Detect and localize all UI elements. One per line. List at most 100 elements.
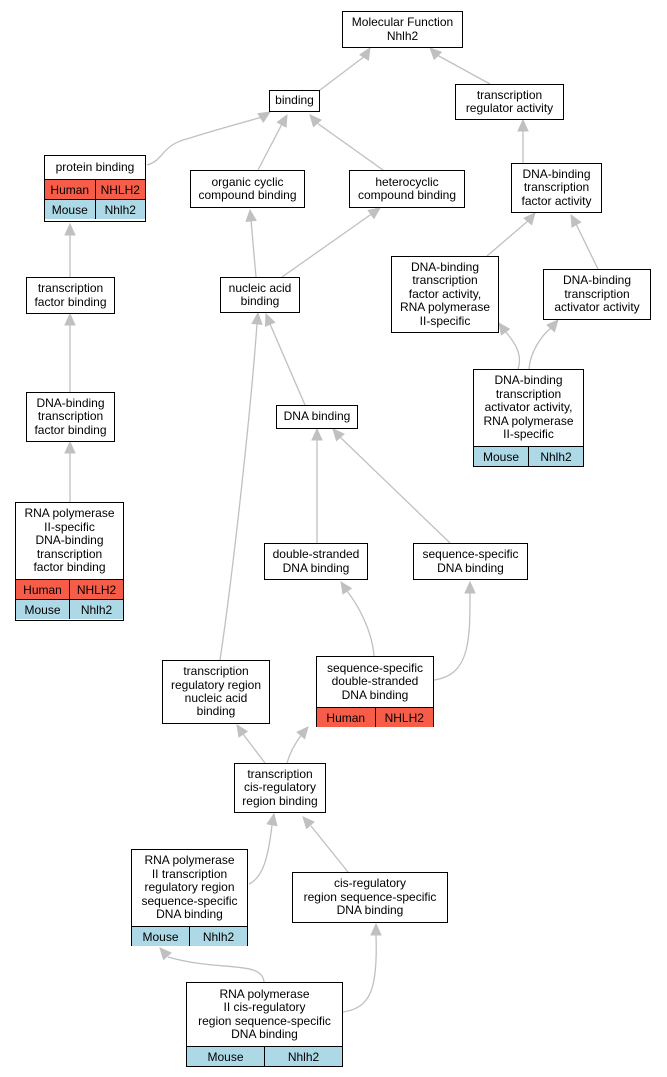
edge-arrowhead [311,427,323,441]
node-cis-regulatory-region-ss-dna-binding[interactable]: cis-regulatory region sequence-specific … [292,872,448,923]
gene-label: Nhlh2 [69,600,123,619]
node-label: nucleic acid [228,280,292,295]
gene-label: NHLH2 [374,708,434,727]
node-dna-binding-transcription-factor-binding[interactable]: DNA-binding transcription factor binding [26,392,115,442]
edge-arrowhead [498,322,511,336]
gene-label: NHLH2 [69,580,123,599]
species-label: Human [50,182,90,197]
species-label: Mouse [51,202,88,217]
node-dna-binding-transcription-activator-pol2-specific[interactable]: DNA-binding transcription activator acti… [473,369,584,467]
node-label: DNA-binding [410,259,480,274]
node-label: transcription [476,87,543,102]
node-label: II transcription [151,866,228,881]
edge-arrowhead [64,222,76,236]
node-sequence-specific-double-stranded-dna-binding[interactable]: sequence-specific double-stranded DNA bi… [316,656,434,727]
mouse-annotation-row: Mouse Nhlh2 [132,926,247,946]
gene-label: Nhlh2 [189,927,247,946]
edge-line [575,223,599,270]
edge-arrowhead [296,726,309,740]
edge-arrowhead [276,113,288,128]
species-label: Human [23,582,62,597]
edge-line [146,116,263,166]
edge-arrowhead [159,947,172,961]
node-transcription-regulator-activity[interactable]: transcription regulator activity [455,84,564,120]
edge-line [248,824,273,885]
node-label: DNA binding [341,687,409,702]
node-dna-binding-tf-activity-pol2-specific[interactable]: DNA-binding transcription factor activit… [391,256,499,333]
edge-arrowhead [429,47,443,61]
node-label: DNA binding [283,409,351,424]
gene-label: Nhlh2 [528,447,583,466]
node-label: sequence-specific [326,660,424,675]
node-label: DNA binding [231,1026,298,1041]
node-pol2-cis-regulatory-region-ss-dna-binding[interactable]: RNA polymerase II cis-regulatory region … [186,982,343,1067]
node-nucleic-acid-binding[interactable]: nucleic acid binding [220,277,300,313]
node-label: transcription [36,546,103,561]
node-pol2-specific-dna-binding-tf-binding[interactable]: RNA polymerase II-specific DNA-binding t… [15,502,124,621]
node-binding[interactable]: binding [269,90,320,112]
node-label: cis-regulatory [243,780,317,795]
node-label: Molecular Function [351,15,454,30]
node-label: heterocyclic [375,174,439,189]
node-label: RNA polymerase [219,986,310,1001]
node-label: protein binding [55,159,135,174]
edge-line [250,219,257,278]
edge-line [281,212,374,278]
node-heterocyclic-compound-binding[interactable]: heterocyclic compound binding [349,170,465,208]
node-label: RNA polymerase [399,300,491,315]
node-label: region sequence-specific [198,1013,331,1028]
species-label: Mouse [207,1049,244,1064]
node-label: transcription [247,766,313,781]
node-label: binding [275,93,314,108]
node-label: factor activity, [408,286,482,301]
node-label: double-stranded [272,547,360,562]
node-dna-binding[interactable]: DNA binding [276,405,358,429]
mouse-annotation-row: Mouse Nhlh2 [45,199,145,219]
edge-line [433,592,471,681]
node-transcription-factor-binding[interactable]: transcription factor binding [26,277,115,314]
edge-arrowhead [309,114,322,128]
node-label: transcription [183,664,249,679]
mouse-annotation-row: Mouse Nhlh2 [187,1046,342,1066]
node-label: II-specific [503,427,554,442]
node-label: region binding [242,793,318,808]
node-dna-binding-transcription-activator-activity[interactable]: DNA-binding transcription activator acti… [543,269,651,320]
node-label: II-specific [44,519,95,534]
edge-line [316,122,384,171]
node-label: transcription [495,386,562,401]
node-double-stranded-dna-binding[interactable]: double-stranded DNA binding [264,543,368,580]
node-label: DNA-binding [522,166,591,181]
node-label: regulatory region [144,880,235,895]
edge-arrowhead [546,319,559,333]
node-label: factor activity [521,193,592,208]
edge-arrowhead [359,46,371,61]
node-label: transcription [564,286,630,301]
node-label: factor binding [34,422,107,437]
node-label: DNA-binding [494,373,563,388]
node-label: region sequence-specific [303,889,437,904]
node-label: compound binding [357,188,457,202]
edge-arrowhead [264,312,276,327]
edge-line [257,123,283,171]
node-label: II-specific [419,313,471,328]
node-label: transcription [37,281,104,296]
edge-line [342,934,377,1013]
edge-arrowhead [245,208,257,223]
node-label: DNA-binding [35,533,104,548]
edge-line [436,54,491,85]
edge-line [528,327,552,370]
node-organic-cyclic-compound-binding[interactable]: organic cyclic compound binding [190,170,305,208]
node-molecular-function[interactable]: Molecular Function Nhlh2 [342,11,463,48]
node-pol2-transcription-regulatory-region-ss-dna-binding[interactable]: RNA polymerase II transcription regulato… [131,849,248,946]
edge-line [242,733,266,764]
node-label: activator activity [554,300,640,315]
node-dna-binding-transcription-factor-activity[interactable]: DNA-binding transcription factor activit… [511,163,602,213]
species-label: Mouse [142,929,179,944]
node-label: factor binding [34,294,107,309]
node-label: transcription [523,180,590,195]
node-transcription-regulatory-region-na-binding[interactable]: transcription regulatory region nucleic … [162,660,270,724]
node-label: sequence-specific [141,893,238,908]
node-protein-binding[interactable]: protein binding Human NHLH2 Mouse Nhlh2 [44,155,146,222]
node-transcription-cis-regulatory-region-binding[interactable]: transcription cis-regulatory region bind… [234,763,326,813]
node-sequence-specific-dna-binding[interactable]: sequence-specific DNA binding [413,543,528,580]
